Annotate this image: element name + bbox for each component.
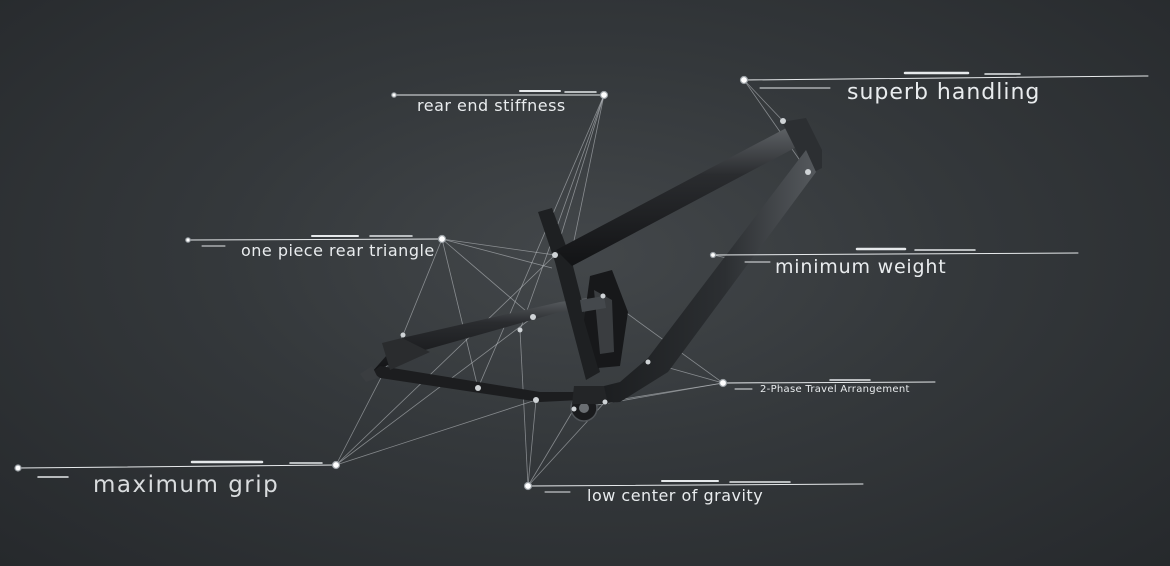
callout-minimum-weight: minimum weight [775, 256, 947, 278]
callout-rule-low-cg [527, 480, 864, 493]
callout-rules [17, 71, 1149, 493]
callout-superb-handling: superb handling [847, 80, 1041, 105]
callout-rule-one-piece [187, 235, 443, 247]
callout-dots [14, 75, 749, 491]
bike-frame [360, 118, 822, 422]
callout-low-center-of-gravity: low center of gravity [587, 486, 764, 505]
callout-two-phase-travel: 2-Phase Travel Arrangement [760, 384, 910, 395]
anchor-points [400, 118, 811, 412]
callout-rule-maximum-grip [17, 460, 337, 478]
callout-maximum-grip: maximum grip [93, 472, 280, 498]
callout-one-piece-rear-triangle: one piece rear triangle [241, 241, 435, 260]
callout-rule-superb-handling [743, 71, 1149, 89]
callout-rule-two-phase [722, 379, 936, 390]
callout-rule-rear-stiffness [393, 90, 605, 96]
callout-rear-end-stiffness: rear end stiffness [417, 96, 566, 115]
callout-rule-minimum-weight [712, 247, 1079, 263]
